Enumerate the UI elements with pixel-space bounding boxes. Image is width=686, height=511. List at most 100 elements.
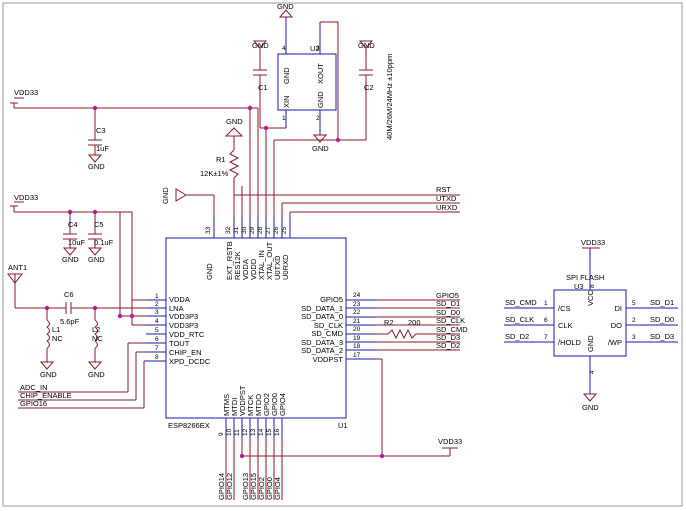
- svg-text:SD_CLK: SD_CLK: [314, 321, 343, 330]
- right-nets: R2 200 GPIO5 SD_D1 SD_D0 SD_CLK SD_CMD S…: [376, 291, 468, 351]
- svg-text:20: 20: [353, 326, 361, 333]
- l1-inductor: [46, 319, 50, 349]
- svg-text:SD_D3: SD_D3: [436, 333, 460, 342]
- svg-text:GND: GND: [277, 2, 294, 11]
- svg-text:SD_D0: SD_D0: [650, 315, 674, 324]
- svg-text:RST: RST: [436, 185, 451, 194]
- svg-text:CHIP_ENABLE: CHIP_ENABLE: [20, 391, 72, 400]
- svg-text:25: 25: [281, 226, 288, 234]
- svg-text:1: 1: [544, 300, 548, 307]
- svg-text:MTMS: MTMS: [222, 394, 231, 416]
- svg-text:3: 3: [632, 334, 636, 341]
- svg-text:22: 22: [353, 309, 361, 316]
- svg-text:7: 7: [544, 334, 548, 341]
- svg-text:XIN: XIN: [282, 95, 291, 108]
- svg-text:U0RXD: U0RXD: [281, 254, 290, 280]
- svg-text:C5: C5: [94, 220, 104, 229]
- pin-num: 8: [155, 354, 159, 361]
- chip-top-pins: 33 32 31 30 29 28 27 26 25 GND EXT_RSTB …: [205, 218, 291, 280]
- svg-text:GND: GND: [88, 255, 105, 264]
- svg-text:29: 29: [249, 226, 256, 234]
- pin-num: 6: [155, 336, 159, 343]
- svg-text:GPIO0: GPIO0: [270, 393, 279, 416]
- svg-text:GND: GND: [88, 370, 105, 379]
- pin-num: 3: [155, 309, 159, 316]
- svg-text:VDD33: VDD33: [14, 193, 38, 202]
- svg-text:GPIO2: GPIO2: [257, 477, 266, 500]
- svg-text:VDDA: VDDA: [241, 259, 250, 280]
- svg-text:ADC_IN: ADC_IN: [20, 383, 48, 392]
- svg-text:2: 2: [632, 317, 636, 324]
- svg-text:SD_CMD: SD_CMD: [311, 329, 343, 338]
- svg-text:4: 4: [589, 370, 596, 374]
- svg-text:SD_D2: SD_D2: [505, 332, 529, 341]
- svg-text:UTXD: UTXD: [436, 194, 457, 203]
- svg-text:5: 5: [632, 300, 636, 307]
- svg-text:GND: GND: [316, 91, 325, 108]
- svg-text:/WP: /WP: [608, 338, 622, 347]
- svg-text:3: 3: [316, 45, 320, 52]
- chip-name: ESP8266EX: [168, 421, 210, 430]
- c2-group: GND C2: [358, 40, 375, 140]
- svg-text:VDD33: VDD33: [581, 238, 605, 247]
- vdd33-label: VDD33: [438, 437, 462, 446]
- svg-text:VDDPST: VDDPST: [238, 385, 247, 416]
- gnd-symbol: [175, 188, 187, 202]
- svg-text:SD_D2: SD_D2: [436, 341, 460, 350]
- svg-text:23: 23: [353, 301, 361, 308]
- svg-text:SD_CMD: SD_CMD: [436, 325, 468, 334]
- svg-text:21: 21: [353, 318, 361, 325]
- svg-text:6: 6: [544, 317, 548, 324]
- svg-text:SD_CLK: SD_CLK: [505, 315, 534, 324]
- svg-text:GND: GND: [282, 67, 291, 84]
- svg-text:GPIO12: GPIO12: [225, 473, 234, 500]
- svg-text:GPIO4: GPIO4: [273, 477, 282, 500]
- pin-num: 4: [155, 318, 159, 325]
- svg-text:/CS: /CS: [558, 304, 571, 313]
- svg-text:U2: U2: [310, 44, 320, 53]
- svg-text:SD_D1: SD_D1: [650, 298, 674, 307]
- svg-text:SD_D1: SD_D1: [436, 299, 460, 308]
- svg-text:DI: DI: [615, 304, 623, 313]
- crystal-body: [277, 53, 337, 111]
- svg-text:C6: C6: [64, 290, 74, 299]
- svg-text:C3: C3: [96, 126, 106, 135]
- svg-text:SD_DATA_2: SD_DATA_2: [301, 346, 343, 355]
- svg-text:GPIO0: GPIO0: [265, 477, 274, 500]
- svg-text:SD_D3: SD_D3: [650, 332, 674, 341]
- svg-text:SD_CMD: SD_CMD: [505, 298, 537, 307]
- svg-text:VDD33: VDD33: [14, 88, 38, 97]
- svg-text:NC: NC: [52, 334, 63, 343]
- bottom-nets: GPIO14 GPIO12 GPIO13 GPIO15 GPIO2 GPIO0 …: [217, 358, 462, 500]
- svg-text:24: 24: [353, 292, 361, 299]
- svg-text:VCC: VCC: [586, 290, 595, 306]
- pin-name: VDD3P3: [169, 321, 198, 330]
- svg-text:GND: GND: [252, 41, 269, 50]
- svg-text:4: 4: [282, 45, 286, 52]
- pin-name: VDD3P3: [169, 312, 198, 321]
- pin-num: 7: [155, 345, 159, 352]
- svg-text:SPI FLASH: SPI FLASH: [566, 273, 604, 282]
- svg-text:XTAL_OUT: XTAL_OUT: [265, 241, 274, 280]
- svg-text:C2: C2: [364, 83, 374, 92]
- crystal-u2: U2 GND 4 GND 3 XOUT 1 XIN 2 GND GND 40M/…: [259, 2, 394, 218]
- r2-ref: R2: [384, 318, 394, 327]
- c1-group: GND C1: [252, 40, 269, 92]
- svg-text:GPIO2: GPIO2: [262, 393, 271, 416]
- pin-name: XPD_DCDC: [169, 357, 211, 366]
- svg-text:GPIO13: GPIO13: [241, 473, 250, 500]
- antenna-ref: ANT1: [8, 263, 27, 272]
- left-nets: ADC_IN CHIP_ENABLE GPIO16: [18, 342, 146, 409]
- svg-text:15: 15: [266, 428, 273, 436]
- svg-text:SD_DATA_0: SD_DATA_0: [301, 312, 343, 321]
- svg-text:10: 10: [226, 428, 233, 436]
- spi-flash-u3: SPI FLASH U3 VDD33 8 VCC GND 4 GND SD_CM…: [504, 238, 678, 412]
- svg-text:12: 12: [242, 428, 249, 436]
- svg-text:12K±1%: 12K±1%: [200, 169, 229, 178]
- svg-text:VDDD: VDDD: [249, 258, 258, 280]
- svg-text:L2: L2: [92, 325, 100, 334]
- svg-text:VDDPST: VDDPST: [313, 355, 344, 364]
- svg-text:XTAL_IN: XTAL_IN: [257, 250, 266, 280]
